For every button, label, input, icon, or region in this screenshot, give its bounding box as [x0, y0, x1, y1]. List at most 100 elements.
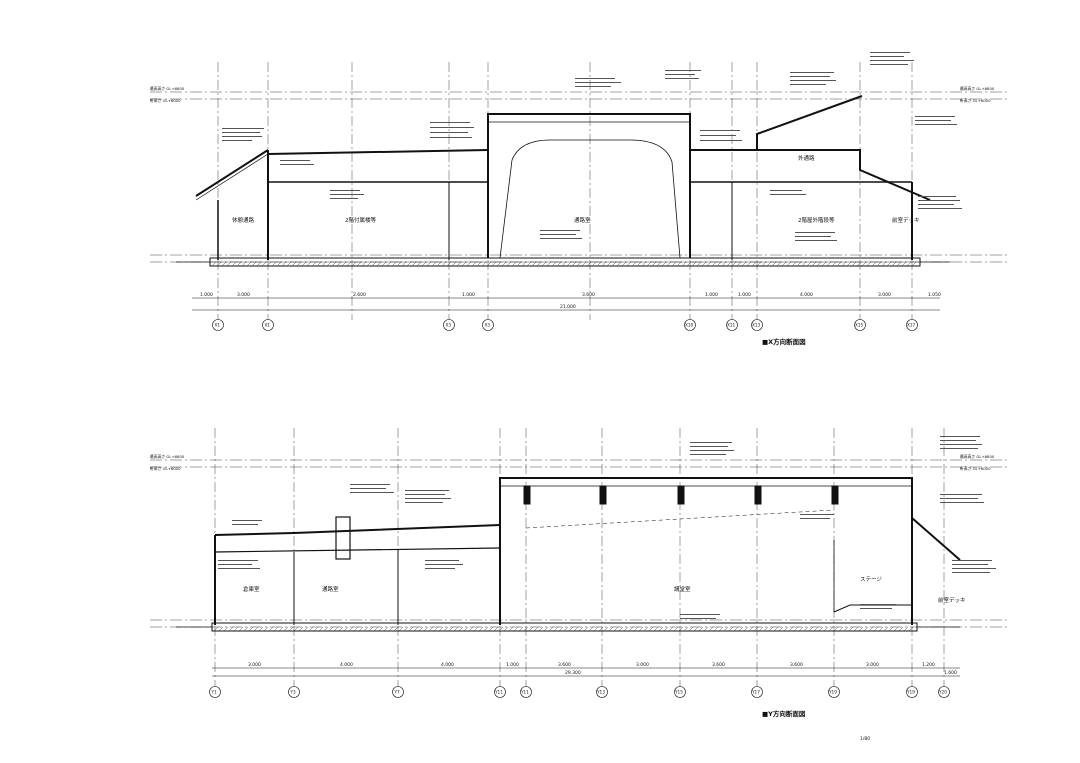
- hatch-line: [531, 261, 537, 267]
- hatch-line: [853, 626, 859, 632]
- hatch-line: [543, 626, 549, 632]
- hatch-line: [583, 626, 589, 632]
- hatch-line: [391, 261, 397, 267]
- hatch-line: [448, 626, 454, 632]
- hatch-line: [708, 626, 714, 632]
- hatch-line: [756, 261, 762, 267]
- hatch-line: [593, 626, 599, 632]
- hatch-line: [253, 626, 259, 632]
- hatch-line: [491, 261, 497, 267]
- hatch-line: [626, 261, 632, 267]
- hatch-line: [691, 261, 697, 267]
- hatch-line: [743, 626, 749, 632]
- svg-text:Y13: Y13: [596, 690, 605, 695]
- hatch-line: [673, 626, 679, 632]
- dimension-line: [212, 667, 960, 677]
- hatch-line: [891, 261, 897, 267]
- total-dimension: 21.000: [560, 304, 576, 310]
- svg-text:Y3: Y3: [290, 690, 297, 695]
- hatch-line: [711, 261, 717, 267]
- svg-text:3.000: 3.000: [878, 292, 891, 298]
- hatch-line: [326, 261, 332, 267]
- hatch-line: [821, 261, 827, 267]
- hatch-line: [653, 626, 659, 632]
- hatch-line: [258, 626, 264, 632]
- hatch-line: [896, 261, 902, 267]
- svg-text:X10: X10: [685, 323, 694, 328]
- hatch-line: [271, 261, 277, 267]
- grid-bubble: X13: [751, 319, 763, 331]
- svg-text:3.000: 3.000: [636, 662, 649, 668]
- hatch-line: [308, 626, 314, 632]
- hatch-line: [893, 626, 899, 632]
- level-label: 軒高さ GL+6000: [150, 466, 181, 471]
- hatch-line: [386, 261, 392, 267]
- hatch-line: [268, 626, 274, 632]
- hatch-line: [303, 626, 309, 632]
- hatch-line: [261, 261, 267, 267]
- hatch-line: [656, 261, 662, 267]
- grid-bubble: X11: [726, 319, 738, 331]
- svg-text:X1: X1: [215, 323, 221, 328]
- hatch-line: [588, 626, 594, 632]
- hatch-line: [801, 261, 807, 267]
- room-label: 通路室: [322, 585, 339, 593]
- grid-bubble: Y20: [938, 686, 950, 698]
- grid-bubble: Y11: [520, 686, 532, 698]
- hatch-line: [241, 261, 247, 267]
- svg-text:X17: X17: [907, 323, 916, 328]
- svg-text:1.000: 1.000: [506, 662, 519, 668]
- hatch-line: [301, 261, 307, 267]
- hatch-line: [488, 626, 494, 632]
- svg-text:Y17: Y17: [751, 690, 760, 695]
- svg-text:1.000: 1.000: [738, 292, 751, 298]
- hatch-line: [523, 626, 529, 632]
- hatch-line: [681, 261, 687, 267]
- hatch-line: [631, 261, 637, 267]
- svg-text:1.000: 1.000: [705, 292, 718, 298]
- hatch-line: [408, 626, 414, 632]
- hatch-line: [213, 626, 219, 632]
- hatch-line: [861, 261, 867, 267]
- hatch-line: [778, 626, 784, 632]
- hatch-line: [561, 261, 567, 267]
- hatch-line: [836, 261, 842, 267]
- svg-text:1.000: 1.000: [200, 292, 213, 298]
- hatch-line: [843, 626, 849, 632]
- hatch-line: [826, 261, 832, 267]
- hatch-line: [366, 261, 372, 267]
- grid-bubble: X15: [854, 319, 866, 331]
- svg-text:3.000: 3.000: [237, 292, 250, 298]
- svg-text:1.000: 1.000: [462, 292, 475, 298]
- hatch-line: [238, 626, 244, 632]
- hatch-line: [236, 261, 242, 267]
- hatch-line: [413, 626, 419, 632]
- hatch-line: [441, 261, 447, 267]
- grid-bubble: Y7: [392, 686, 404, 698]
- hatch-line: [866, 261, 872, 267]
- svg-text:X11: X11: [727, 323, 736, 328]
- hatch-line: [218, 626, 224, 632]
- hatch-line: [761, 261, 767, 267]
- hatch-line: [863, 626, 869, 632]
- hatch-line: [768, 626, 774, 632]
- hatch-line: [603, 626, 609, 632]
- svg-text:3.600: 3.600: [558, 662, 571, 668]
- hatch-line: [811, 261, 817, 267]
- hatch-line: [751, 261, 757, 267]
- hatch-line: [518, 626, 524, 632]
- hatch-line: [473, 626, 479, 632]
- hatch-line: [246, 261, 252, 267]
- hatch-line: [746, 261, 752, 267]
- hatch-line: [876, 261, 882, 267]
- hatch-line: [396, 261, 402, 267]
- room-label: 通路室: [574, 216, 591, 224]
- svg-text:Y19: Y19: [906, 690, 915, 695]
- hatch-line: [266, 261, 272, 267]
- hatch-line: [318, 626, 324, 632]
- scale-label: 1/80: [860, 736, 870, 742]
- hatch-line: [903, 626, 909, 632]
- hatch-line: [456, 261, 462, 267]
- hatch-line: [576, 261, 582, 267]
- svg-text:4.000: 4.000: [340, 662, 353, 668]
